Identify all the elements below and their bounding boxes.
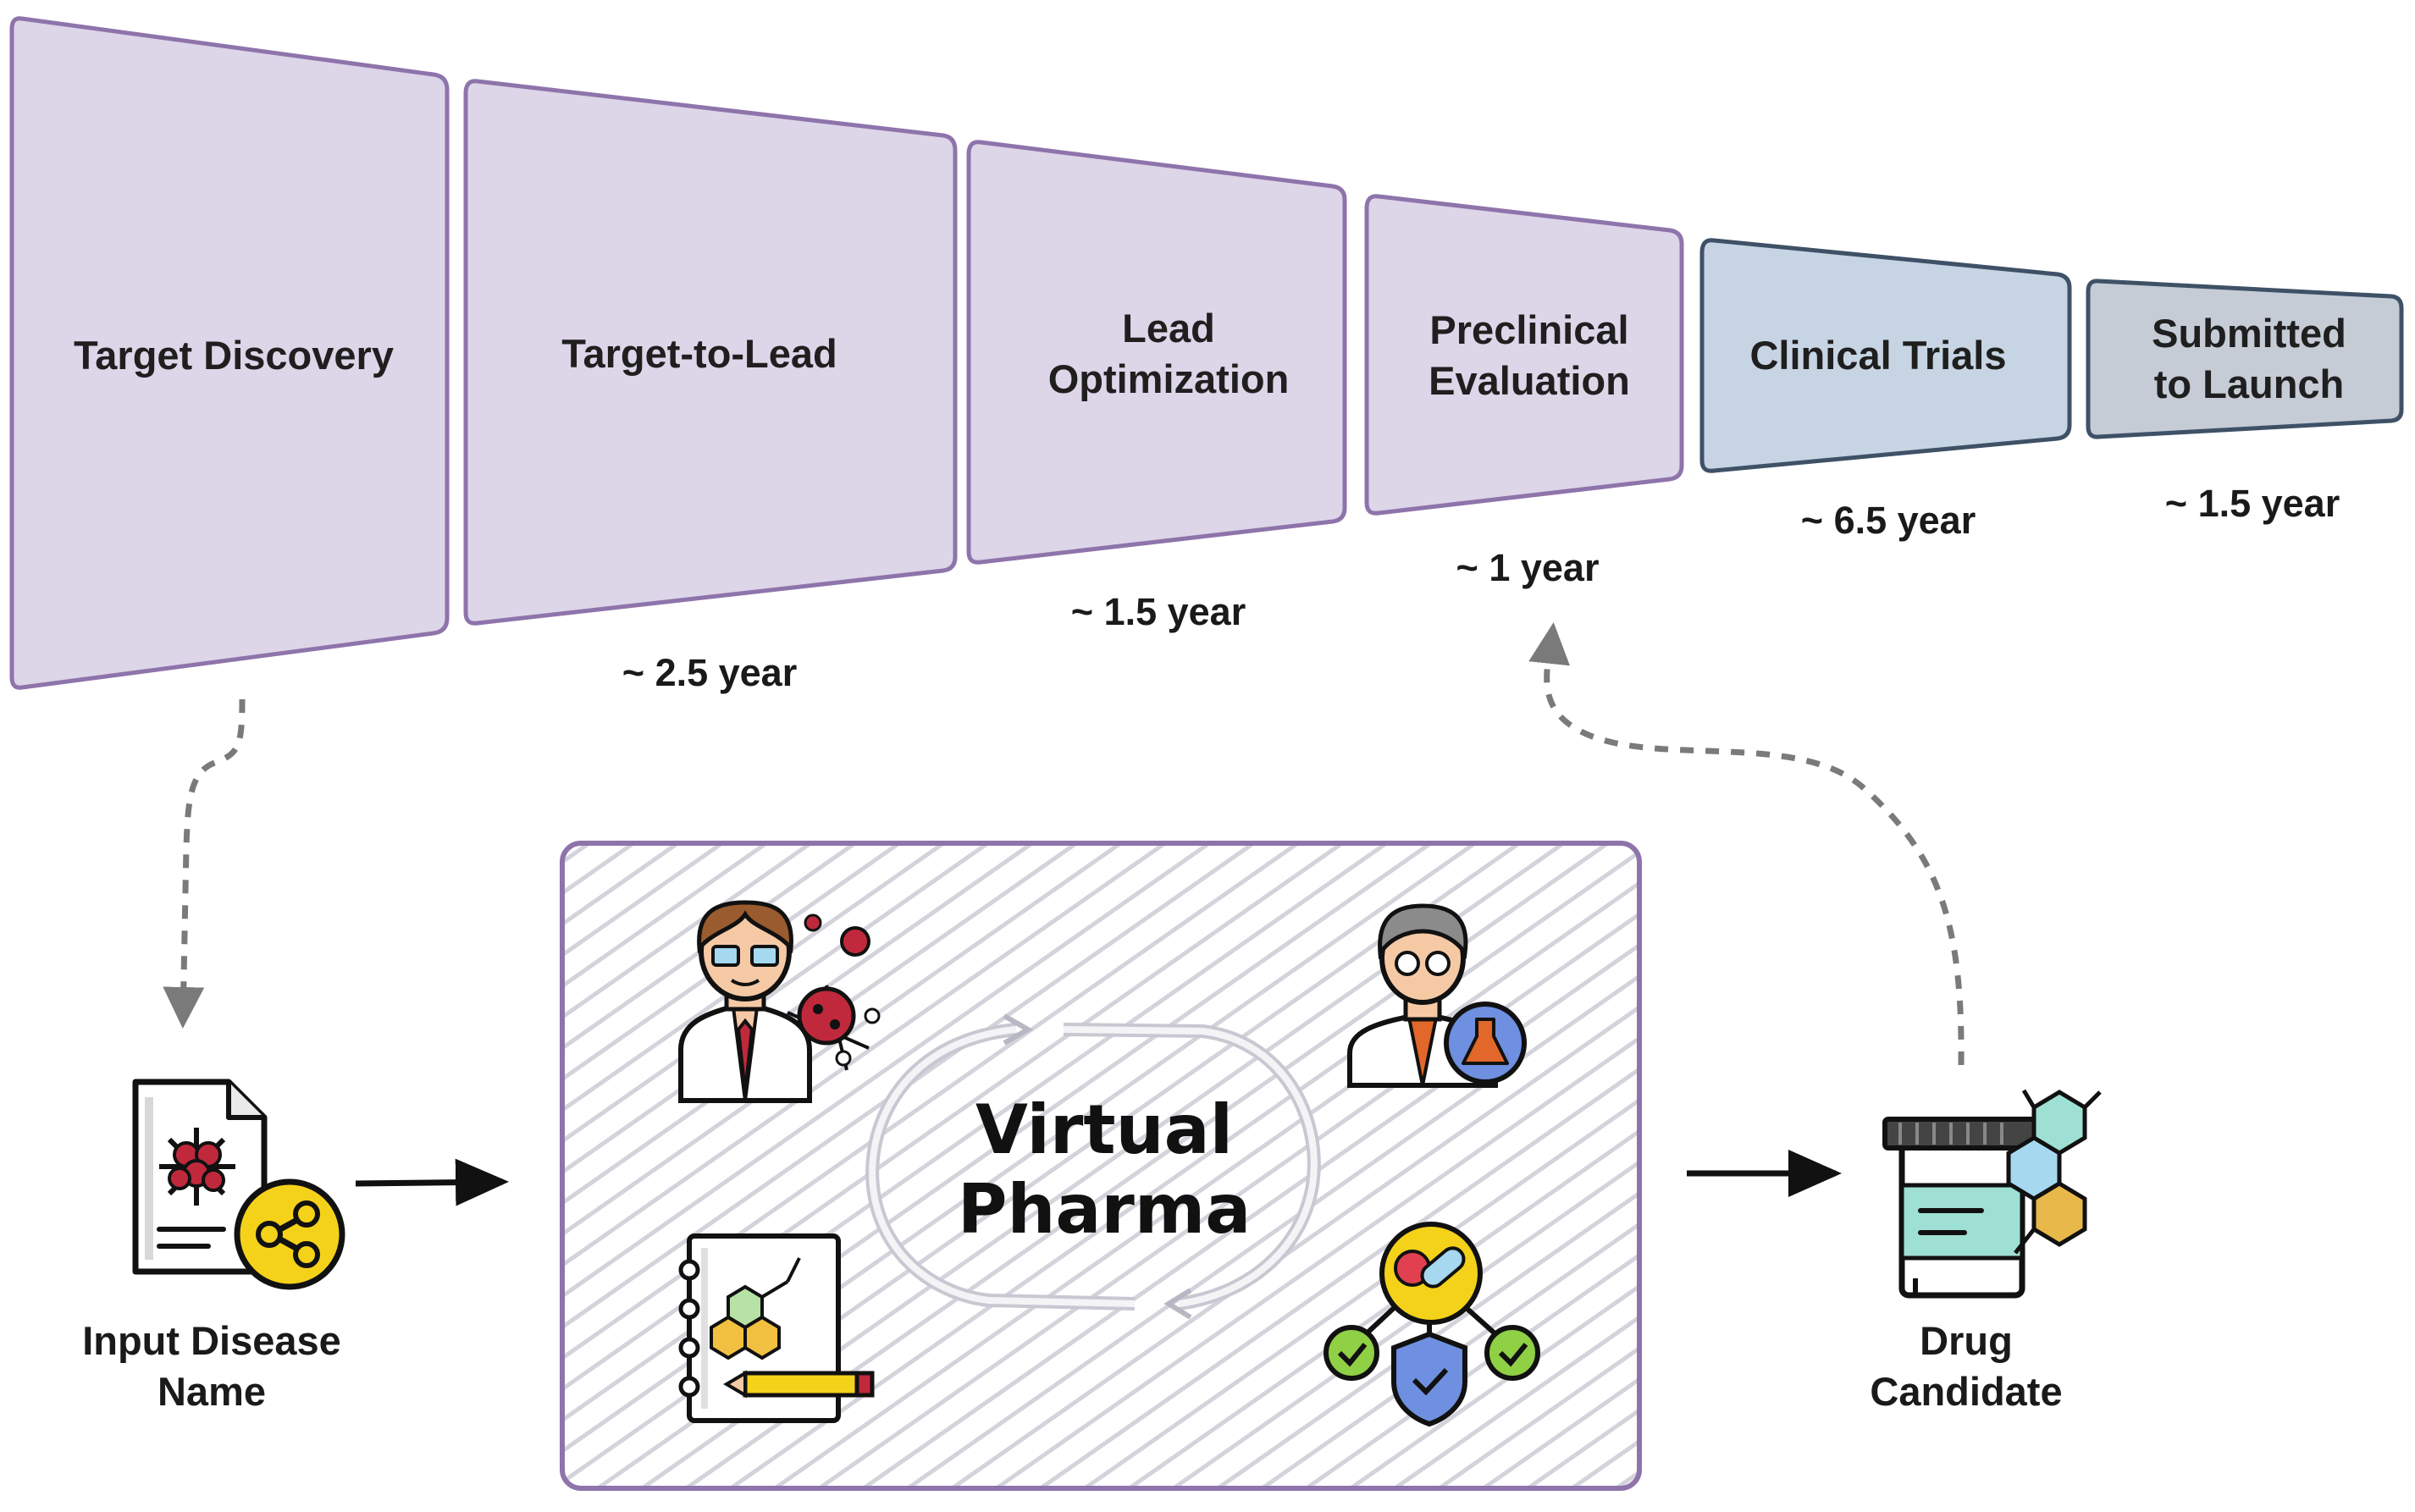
stage-label: Clinical Trials — [1749, 333, 2006, 378]
scientist-virus-icon — [678, 900, 881, 1103]
drug-bottle-molecule-icon — [1882, 1089, 2102, 1299]
stage-label: Submitted to Launch — [2152, 311, 2346, 406]
stage-shape — [463, 79, 958, 626]
notebook-molecule-pencil-icon — [678, 1233, 875, 1423]
input-label-line1: Input Disease — [82, 1318, 341, 1363]
stage-label-line: Target Discovery — [74, 333, 394, 378]
stage-label-line: Optimization — [1048, 356, 1290, 401]
stage-label-line: Target-to-Lead — [561, 331, 837, 376]
arrow-input-to-core — [355, 1158, 509, 1206]
pill-safety-network-icon — [1324, 1222, 1540, 1427]
dashed-connector-stage-to-input — [163, 698, 246, 1029]
stage-shape — [9, 16, 450, 690]
share-icon — [234, 1178, 345, 1290]
stage-duration: ~ 6.5 year — [1801, 499, 1976, 542]
virtual-pharma-box: Virtual Pharma — [560, 841, 1642, 1491]
stage-duration: ~ 1 year — [1456, 546, 1600, 589]
stage-0: Target Discovery — [9, 16, 450, 690]
output-label-line2: Candidate — [1870, 1369, 2062, 1414]
stage-1: Target-to-Lead ~ 2.5 year — [463, 79, 958, 694]
stage-label-line: Lead — [1122, 306, 1215, 350]
stage-label-line: Submitted — [2152, 311, 2346, 356]
dashed-connector-output-to-preclinical — [1528, 622, 1965, 1066]
stage-label-line: Preclinical — [1429, 307, 1628, 352]
stage-shape — [2086, 279, 2404, 439]
stage-label: Target Discovery — [74, 333, 394, 378]
stage-duration: ~ 1.5 year — [1071, 590, 1246, 633]
stage-shape — [966, 140, 1347, 565]
stage-label-line: Evaluation — [1429, 358, 1630, 403]
virus-icon — [159, 1128, 235, 1206]
cycle-arrows-icon — [865, 1013, 1321, 1320]
core-label-line1: Virtual — [975, 1090, 1233, 1169]
disease-document-share-icon — [132, 1079, 345, 1290]
stage-shape — [1364, 194, 1684, 516]
doctor-flask-icon — [1347, 903, 1527, 1088]
stage-duration: ~ 1.5 year — [2165, 482, 2340, 525]
output-label-line1: Drug — [1920, 1318, 2013, 1363]
stage-shape — [1699, 238, 2072, 473]
stage-label-line: Clinical Trials — [1749, 333, 2006, 378]
stage-label: Target-to-Lead — [561, 331, 837, 376]
stage-4: Clinical Trials ~ 6.5 year — [1699, 238, 2072, 542]
stage-duration: ~ 2.5 year — [622, 651, 797, 694]
stage-5: Submitted to Launch ~ 1.5 year — [2086, 279, 2404, 525]
input-label-line2: Name — [158, 1369, 266, 1414]
stage-label-line: to Launch — [2154, 361, 2345, 406]
core-label-line2: Pharma — [958, 1170, 1251, 1249]
